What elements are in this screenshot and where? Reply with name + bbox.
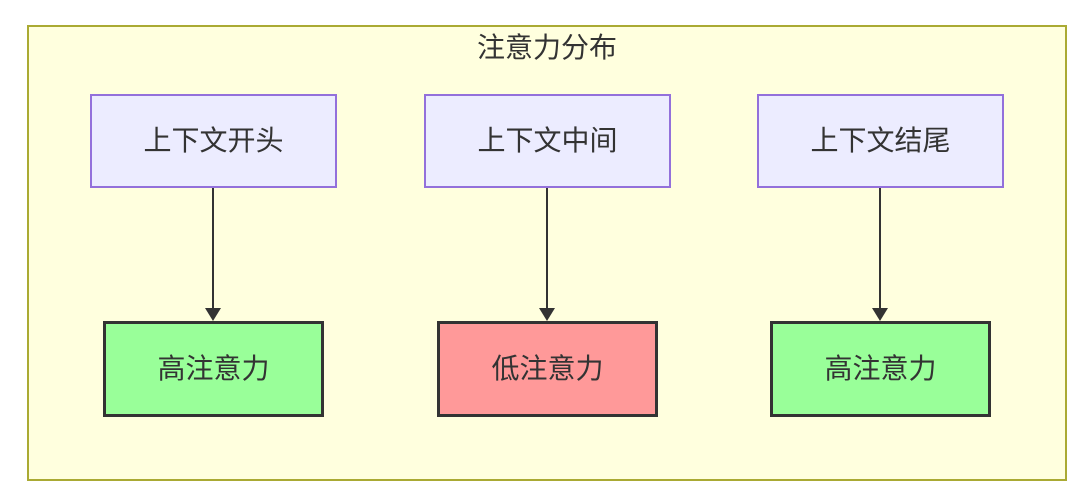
arrow-head-icon — [539, 308, 555, 321]
node-high-attention-2: 高注意力 — [770, 321, 991, 417]
arrow-line — [212, 188, 214, 309]
arrow-line — [546, 188, 548, 309]
attention-cluster: 注意力分布 上下文开头 高注意力 上下文中间 低注意力 上下文结尾 高注意力 — [27, 25, 1067, 481]
diagram-title: 注意力分布 — [476, 32, 617, 63]
node-context-start: 上下文开头 — [90, 94, 337, 188]
arrow-context-end-to-high — [872, 188, 888, 321]
node-low-attention: 低注意力 — [437, 321, 658, 417]
arrow-head-icon — [872, 308, 888, 321]
arrow-line — [879, 188, 881, 309]
arrow-context-middle-to-low — [539, 188, 555, 321]
node-high-attention-1: 高注意力 — [103, 321, 324, 417]
arrow-head-icon — [205, 308, 221, 321]
arrow-context-start-to-high — [205, 188, 221, 321]
node-context-end: 上下文结尾 — [757, 94, 1004, 188]
node-context-middle: 上下文中间 — [424, 94, 671, 188]
